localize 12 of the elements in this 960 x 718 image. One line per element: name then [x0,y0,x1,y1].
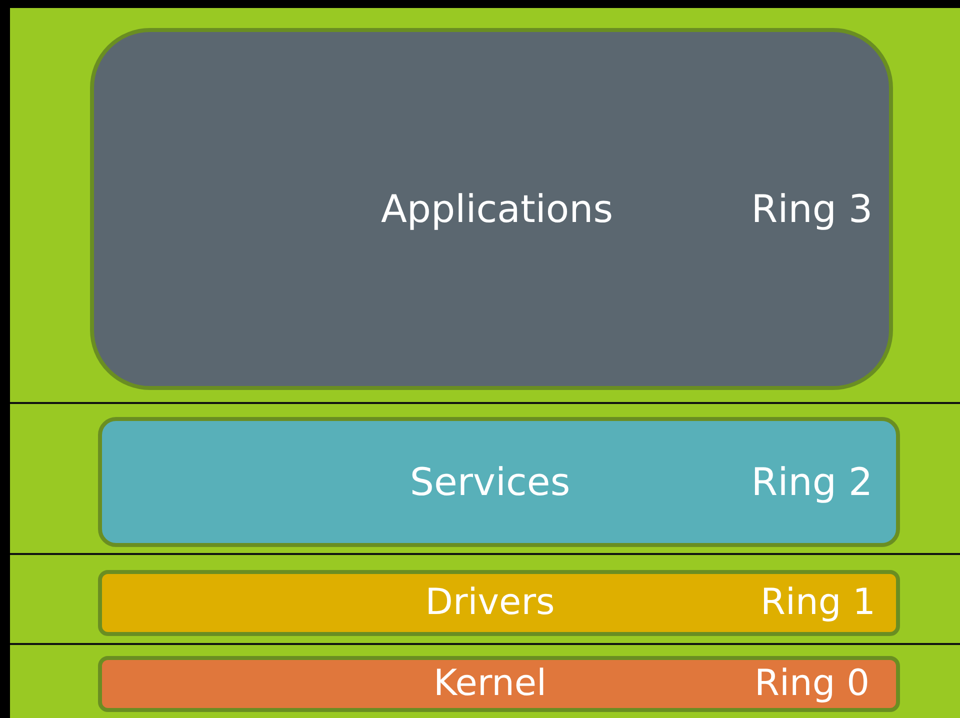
layer-box [98,656,900,712]
layer-box [98,417,900,547]
layer-label: Kernel [433,666,547,702]
layer-label: Applications [380,190,614,228]
layer-box [90,28,893,390]
ring-label: Ring 0 [754,666,870,702]
layer-label: Services [410,463,570,501]
ring-label: Ring 3 [751,190,873,228]
ring-label: Ring 1 [760,585,876,621]
layer-label: Drivers [425,585,555,621]
layer-box [98,570,900,636]
ring-label: Ring 2 [751,463,873,501]
